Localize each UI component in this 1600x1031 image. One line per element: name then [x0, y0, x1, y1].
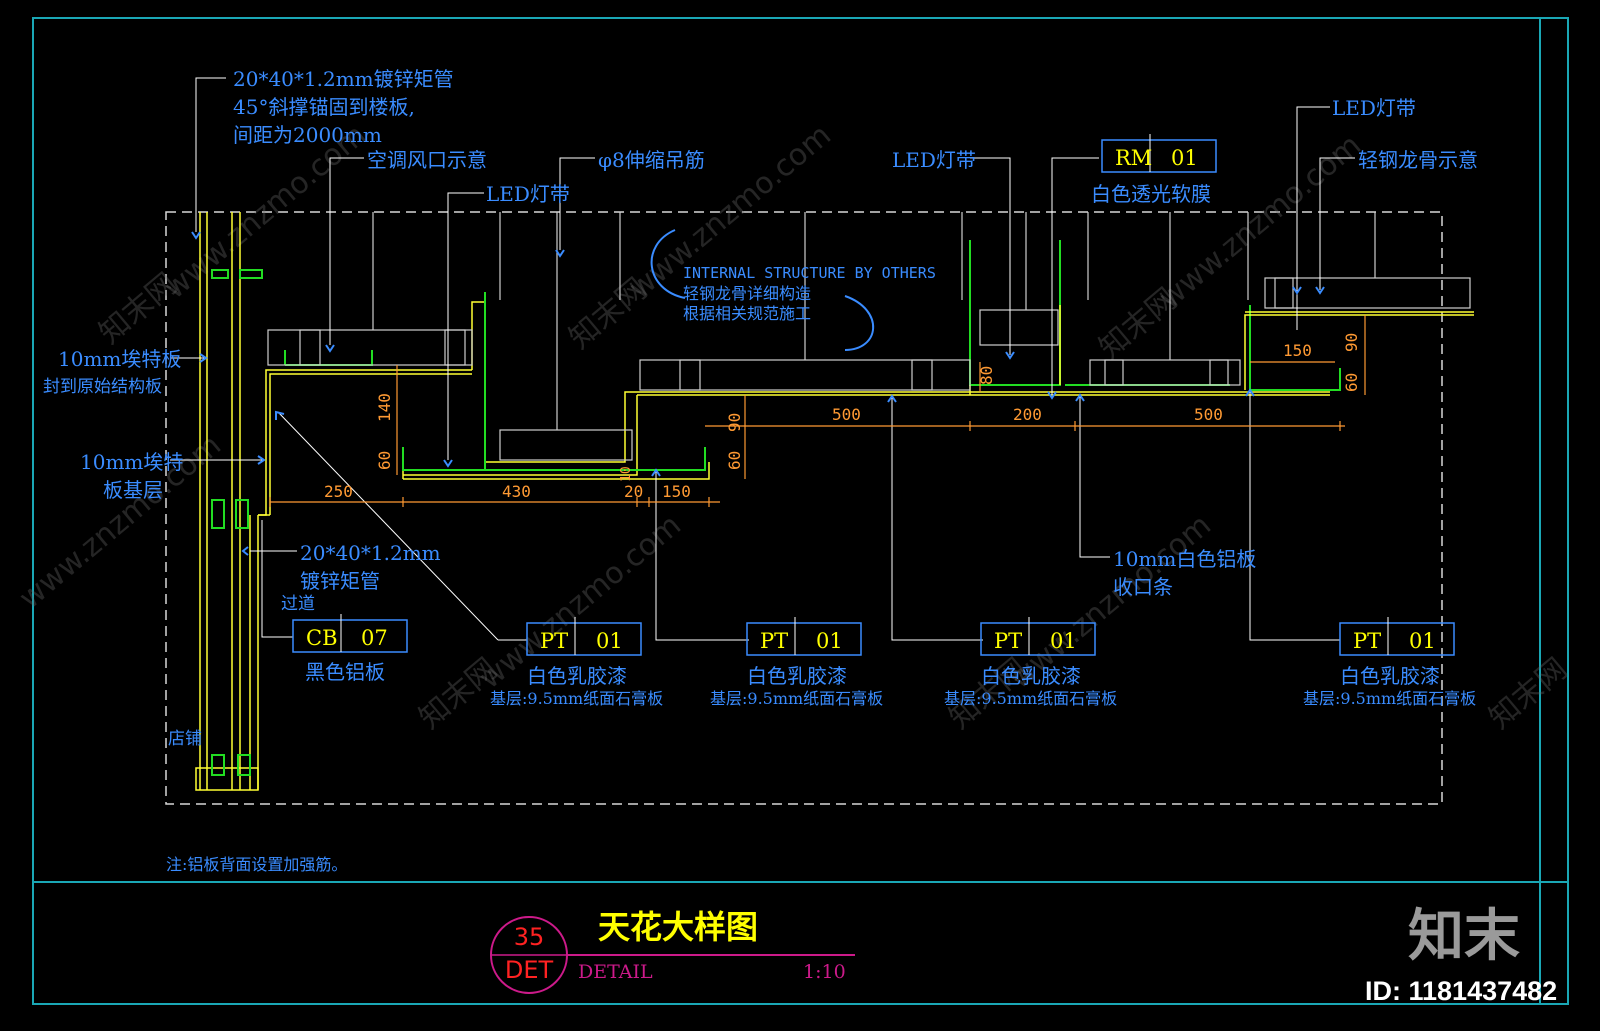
dimension-lines	[269, 315, 1366, 507]
internal-structure-cn2: 根据相关规范施工	[683, 304, 811, 323]
led-strip-right-label: LED灯带	[1332, 96, 1416, 120]
tag-sub: 基层:9.5mm纸面石膏板	[490, 689, 663, 708]
title-block: 35 DET 天花大样图 DETAIL 1:10	[490, 908, 855, 994]
leader-arrows	[191, 229, 1325, 556]
dim-80: 80	[977, 366, 996, 385]
wall-column	[195, 212, 472, 791]
tag-code: PT	[540, 629, 568, 653]
title-sheet: DET	[505, 956, 554, 984]
dim-10: 10	[619, 466, 634, 482]
dimension-texts: 140 60 250 430 20 150 10 90 60 500 80 20…	[324, 333, 1361, 501]
image-id: ID: 1181437482	[1365, 976, 1557, 1006]
tag-desc: 白色透光软膜	[1091, 182, 1211, 206]
wall-green-brackets	[211, 269, 263, 776]
tube-2-label1: 20*40*1.2mm	[300, 541, 441, 565]
tube-brace-line1: 20*40*1.2mm镀锌矩管	[233, 67, 454, 91]
internal-structure-en: INTERNAL STRUCTURE BY OTHERS	[683, 264, 936, 282]
tag-code: PT	[994, 629, 1022, 653]
tag-code: PT	[760, 629, 788, 653]
tag-num: 01	[1409, 629, 1436, 653]
tag-num: 07	[361, 626, 388, 650]
drawing-scale: 1:10	[803, 961, 846, 983]
tag-num: 01	[1171, 146, 1198, 170]
drawing-frame	[32, 17, 1569, 1005]
ceiling-upper-sections	[969, 305, 1474, 395]
tag-sub: 基层:9.5mm纸面石膏板	[1303, 689, 1476, 708]
tag-code: CB	[306, 626, 338, 650]
tag-num: 01	[816, 629, 843, 653]
dim-140: 140	[375, 393, 394, 422]
tag-desc: 白色乳胶漆	[747, 664, 847, 688]
tube-brace-line3: 间距为2000mm	[233, 123, 382, 147]
dim-150: 150	[662, 482, 691, 501]
corridor-label: 过道	[281, 594, 315, 614]
dim-60: 60	[1342, 373, 1361, 392]
dim-430: 430	[502, 482, 531, 501]
note-text: 注:铝板背面设置加强筋。	[166, 855, 347, 874]
tube-brace-line2: 45°斜撑锚固到楼板,	[233, 95, 415, 119]
brand-logo: 知末	[1408, 904, 1520, 969]
material-tag-pt-2: PT 01 白色乳胶漆 基层:9.5mm纸面石膏板	[710, 617, 883, 708]
alu-trim-label1: 10mm白色铝板	[1113, 547, 1256, 571]
ac-vent-label: 空调风口示意	[367, 148, 487, 172]
tag-num: 01	[596, 629, 623, 653]
drawing-title: 天花大样图	[598, 908, 758, 946]
title-number: 35	[514, 923, 545, 951]
dim-500: 500	[1194, 405, 1223, 424]
dim-60: 60	[725, 451, 744, 470]
shop-label: 店铺	[168, 729, 202, 749]
material-tag-pt-1: PT 01 白色乳胶漆 基层:9.5mm纸面石膏板	[490, 617, 663, 708]
rod-label: φ8伸缩吊筋	[598, 148, 705, 172]
led-strip-mid-label: LED灯带	[892, 148, 976, 172]
watermark-text: 知末网	[1483, 651, 1574, 736]
material-tag-pt-3: PT 01 白色乳胶漆 基层:9.5mm纸面石膏板	[944, 617, 1117, 708]
dim-90: 90	[725, 413, 744, 432]
ceiling-left-box	[402, 301, 1330, 480]
drawing-subtitle: DETAIL	[578, 961, 653, 983]
alu-trim-label2: 收口条	[1113, 575, 1173, 599]
annotation-texts: 20*40*1.2mm镀锌矩管 45°斜撑锚固到楼板, 间距为2000mm 空调…	[43, 67, 1478, 874]
dim-200: 200	[1013, 405, 1042, 424]
tag-desc: 白色乳胶漆	[981, 664, 1081, 688]
tube-2-label2: 镀锌矩管	[300, 569, 380, 593]
material-tag-rm: RM 01 白色透光软膜	[1091, 134, 1217, 206]
eterit-base-label2: 板基层	[103, 478, 163, 502]
dim-250: 250	[324, 482, 353, 501]
dim-20: 20	[624, 482, 643, 501]
tag-sub: 基层:9.5mm纸面石膏板	[944, 689, 1117, 708]
eterit-board-label2: 封到原始结构板	[43, 377, 162, 397]
material-tag-pt-4: PT 01 白色乳胶漆 基层:9.5mm纸面石膏板	[1303, 617, 1476, 708]
eterit-board-label1: 10mm埃特板	[58, 347, 181, 371]
dim-90: 90	[1342, 333, 1361, 352]
led-strip-left-label: LED灯带	[486, 182, 570, 206]
tag-desc: 白色乳胶漆	[1340, 664, 1440, 688]
dim-500: 500	[832, 405, 861, 424]
leader-lines	[170, 77, 1355, 641]
tag-desc: 黑色铝板	[305, 660, 385, 684]
tag-num: 01	[1050, 629, 1077, 653]
tag-code: RM	[1115, 146, 1152, 170]
tag-sub: 基层:9.5mm纸面石膏板	[710, 689, 883, 708]
eterit-base-label1: 10mm埃特	[80, 450, 183, 474]
dim-150: 150	[1283, 341, 1312, 360]
tag-desc: 白色乳胶漆	[527, 664, 627, 688]
light-steel-label: 轻钢龙骨示意	[1358, 148, 1478, 172]
tag-code: PT	[1353, 629, 1381, 653]
hanger-rods	[372, 212, 1376, 430]
material-tag-cb: CB 07 黑色铝板	[292, 614, 408, 684]
dim-60: 60	[375, 451, 394, 470]
detail-viewport	[165, 211, 1443, 805]
internal-structure-cn1: 轻钢龙骨详细构造	[683, 284, 811, 303]
